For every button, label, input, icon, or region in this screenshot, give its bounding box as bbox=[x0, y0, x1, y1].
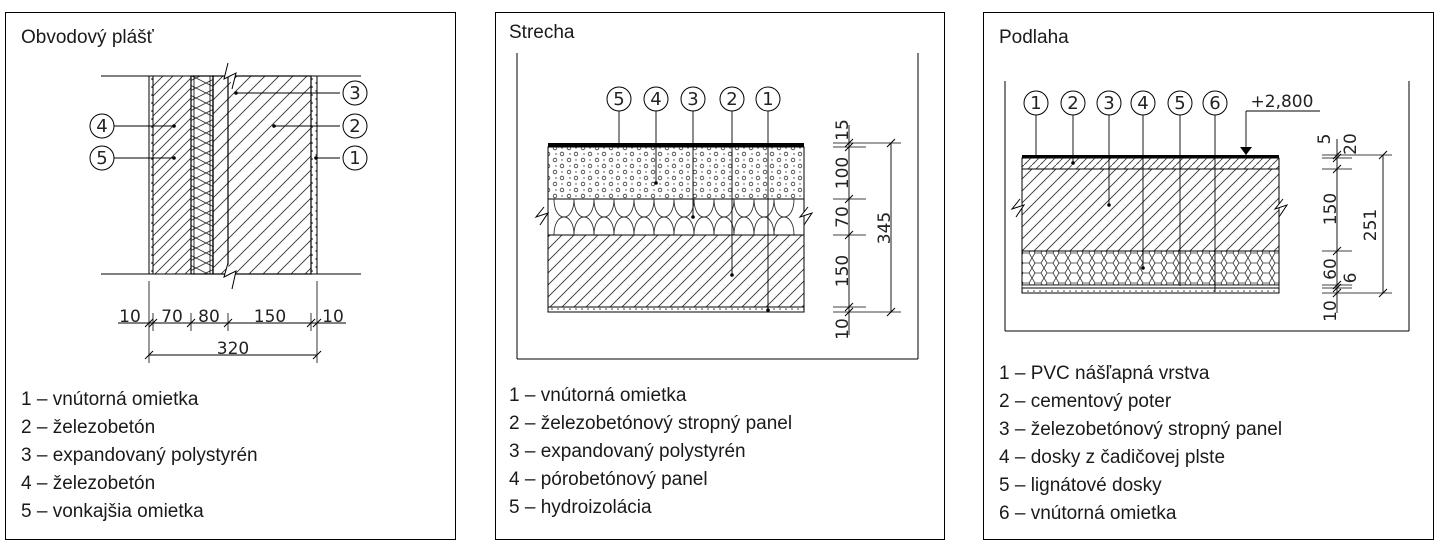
floor-drawing: 1 2 3 4 5 6 +2,800 bbox=[1004, 81, 1410, 332]
svg-text:3: 3 bbox=[349, 83, 360, 104]
legend-item: 5 – vonkajšia omietka bbox=[21, 501, 204, 522]
floor-callout-2: 2 bbox=[1060, 90, 1086, 116]
svg-text:5: 5 bbox=[1315, 134, 1335, 145]
svg-text:4: 4 bbox=[96, 116, 107, 137]
svg-text:80: 80 bbox=[198, 307, 220, 327]
roof-title: Strecha bbox=[509, 22, 575, 43]
legend-item: 2 – cementový poter bbox=[999, 391, 1172, 412]
svg-text:320: 320 bbox=[217, 339, 249, 359]
svg-text:70: 70 bbox=[833, 206, 853, 228]
svg-text:3: 3 bbox=[687, 89, 698, 110]
roof-callout-3: 3 bbox=[680, 86, 706, 112]
floor-callout-5: 5 bbox=[1167, 90, 1193, 116]
legend-item: 2 – železobetónový stropný panel bbox=[509, 413, 793, 434]
svg-text:5: 5 bbox=[613, 89, 624, 110]
roof-dimension-chain: 15 100 70 150 10 345 bbox=[833, 119, 901, 340]
legend-item: 4 – pórobetónový panel bbox=[509, 469, 708, 490]
roof-legend: 1 – vnútorná omietka 2 – železobetónový … bbox=[509, 382, 792, 522]
legend-item: 4 – železobetón bbox=[21, 473, 156, 494]
floor-callout-6: 6 bbox=[1202, 90, 1228, 116]
roof-callout-5: 5 bbox=[606, 86, 632, 112]
svg-text:10: 10 bbox=[119, 307, 141, 327]
wall-panel: Obvodový plášť bbox=[5, 12, 456, 540]
svg-text:3: 3 bbox=[1103, 93, 1114, 114]
floor-callout-1: 1 bbox=[1023, 90, 1049, 116]
svg-text:1: 1 bbox=[762, 89, 773, 110]
floor-panel: Podlaha bbox=[983, 12, 1434, 540]
legend-item: 1 – PVC nášľapná vrstva bbox=[999, 363, 1210, 384]
floor-level-mark: +2,800 bbox=[1240, 92, 1320, 155]
svg-text:2: 2 bbox=[726, 89, 737, 110]
svg-text:20: 20 bbox=[1341, 133, 1361, 155]
svg-text:4: 4 bbox=[650, 89, 661, 110]
svg-text:150: 150 bbox=[254, 307, 286, 327]
legend-item: 2 – železobetón bbox=[21, 417, 156, 438]
wall-legend: 1 – vnútorná omietka 2 – železobetón 3 –… bbox=[21, 386, 258, 526]
legend-item: 5 – hydroizolácia bbox=[509, 497, 652, 518]
roof-drawing: 5 4 3 2 1 bbox=[516, 53, 919, 360]
floor-legend: 1 – PVC nášľapná vrstva 2 – cementový po… bbox=[999, 360, 1282, 528]
wall-callout-1: 1 bbox=[342, 145, 368, 171]
wall-drawing: 3 2 1 4 5 bbox=[89, 62, 368, 363]
svg-text:10: 10 bbox=[1321, 300, 1341, 322]
svg-text:100: 100 bbox=[833, 157, 853, 189]
roof-callout-2: 2 bbox=[719, 86, 745, 112]
svg-text:5: 5 bbox=[1174, 93, 1185, 114]
svg-text:70: 70 bbox=[161, 307, 183, 327]
svg-text:150: 150 bbox=[1321, 193, 1341, 225]
svg-text:60: 60 bbox=[1321, 258, 1341, 280]
floor-dimension-chain: 5 20 150 60 6 10 251 bbox=[1315, 133, 1392, 322]
wall-dimension-chain: 10 70 80 150 10 320 bbox=[118, 281, 346, 363]
floor-title: Podlaha bbox=[999, 27, 1069, 48]
roof-panel: Strecha bbox=[495, 12, 945, 540]
svg-text:4: 4 bbox=[1137, 93, 1148, 114]
roof-callout-1: 1 bbox=[755, 86, 781, 112]
svg-text:10: 10 bbox=[322, 307, 344, 327]
floor-callout-3: 3 bbox=[1096, 90, 1122, 116]
svg-text:1: 1 bbox=[1030, 93, 1041, 114]
svg-text:6: 6 bbox=[1341, 273, 1361, 284]
legend-item: 3 – železobetónový stropný panel bbox=[999, 419, 1283, 440]
svg-text:10: 10 bbox=[833, 318, 853, 340]
legend-item: 5 – lignátové dosky bbox=[999, 475, 1162, 496]
wall-callout-4: 4 bbox=[89, 113, 115, 139]
legend-item: 1 – vnútorná omietka bbox=[509, 385, 687, 406]
svg-text:1: 1 bbox=[349, 148, 360, 169]
wall-title: Obvodový plášť bbox=[21, 27, 154, 48]
floor-callout-4: 4 bbox=[1130, 90, 1156, 116]
legend-item: 3 – expandovaný polystyrén bbox=[21, 445, 258, 466]
svg-text:2: 2 bbox=[349, 116, 360, 137]
legend-item: 3 – expandovaný polystyrén bbox=[509, 441, 746, 462]
svg-text:15: 15 bbox=[833, 119, 853, 141]
svg-text:2: 2 bbox=[1067, 93, 1078, 114]
wall-callout-3: 3 bbox=[342, 80, 368, 106]
svg-text:5: 5 bbox=[96, 148, 107, 169]
svg-text:150: 150 bbox=[833, 255, 853, 287]
legend-item: 6 – vnútorná omietka bbox=[999, 503, 1177, 524]
svg-text:+2,800: +2,800 bbox=[1251, 92, 1314, 112]
svg-text:6: 6 bbox=[1209, 93, 1220, 114]
legend-item: 1 – vnútorná omietka bbox=[21, 389, 199, 410]
legend-item: 4 – dosky z čadičovej plste bbox=[999, 447, 1226, 468]
wall-callout-5: 5 bbox=[89, 145, 115, 171]
svg-text:251: 251 bbox=[1361, 209, 1381, 241]
wall-callout-2: 2 bbox=[342, 113, 368, 139]
svg-text:345: 345 bbox=[875, 212, 895, 244]
roof-callout-4: 4 bbox=[643, 86, 669, 112]
